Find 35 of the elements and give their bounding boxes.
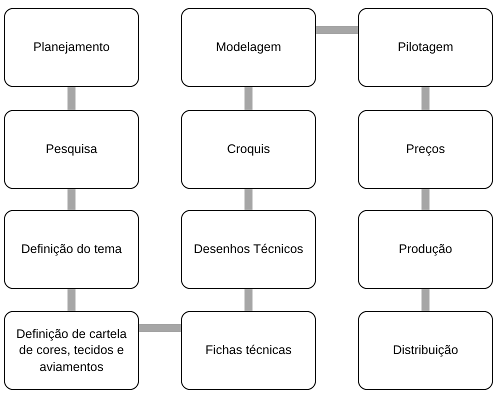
step-label: Definição de cartela de cores, tecidos e aviamentos	[15, 326, 128, 375]
connector-line	[68, 289, 76, 311]
process-box	[181, 210, 316, 289]
connector-line	[244, 189, 252, 210]
process-box	[181, 311, 316, 390]
connector-line	[68, 87, 76, 110]
step-label: Fichas técnicas	[205, 342, 292, 359]
process-box	[358, 311, 493, 390]
connector-line	[422, 189, 430, 210]
step-label: Desenhos Técnicos	[194, 241, 304, 258]
connector-line	[316, 26, 358, 34]
process-box	[358, 8, 493, 87]
process-box	[4, 8, 139, 87]
process-box	[181, 8, 316, 87]
step-label: Pesquisa	[46, 141, 98, 158]
process-box	[4, 110, 139, 189]
step-label: Modelagem	[216, 39, 282, 56]
step-label: Pilotagem	[398, 39, 454, 56]
connector-line	[422, 289, 430, 311]
process-box	[358, 110, 493, 189]
connector-line	[139, 324, 181, 332]
connector-line	[244, 87, 252, 110]
step-label: Croquis	[226, 141, 270, 158]
process-box	[181, 110, 316, 189]
process-box	[4, 311, 139, 390]
step-label: Produção	[398, 241, 452, 258]
connector-line	[244, 289, 252, 311]
step-label: Definição do tema	[21, 241, 122, 258]
connector-line	[422, 87, 430, 110]
process-box	[4, 210, 139, 289]
step-label: Planejamento	[33, 39, 110, 56]
step-label: Distribuição	[392, 342, 458, 359]
connector-line	[68, 189, 76, 210]
step-label: Preços	[406, 141, 445, 158]
process-box	[358, 210, 493, 289]
